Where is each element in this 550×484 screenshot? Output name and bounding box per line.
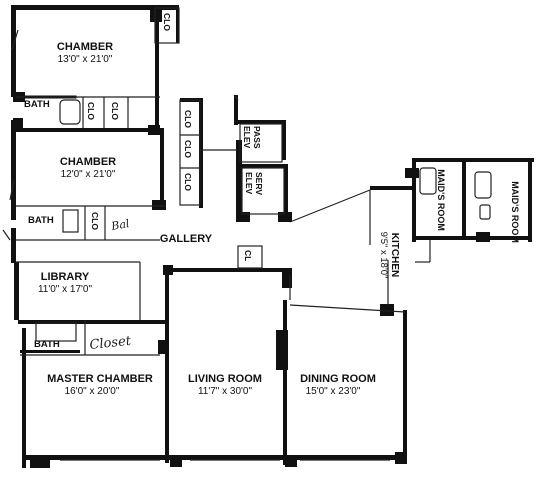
bath-label: BATH: [34, 339, 60, 350]
clo-label: CLO: [162, 13, 172, 31]
room-name-maids-room-1-line: MAID'S ROOM: [436, 169, 446, 231]
clo-label: CLO: [183, 110, 193, 128]
room-labels: CHAMBER 13'0" x 21'0" CHAMBER 12'0" x 21…: [38, 41, 520, 397]
room-name-gallery: GALLERY: [160, 233, 213, 245]
serv-elev-label-line-2: ELEV: [244, 172, 254, 195]
walls: [11, 5, 534, 468]
bath-label: BATH: [24, 99, 50, 110]
serv-elev-label-line-1: SERV: [254, 172, 264, 195]
room-size-master-chamber: 16'0" x 20'0": [65, 386, 120, 397]
handwritten-closet: Closet: [89, 334, 133, 353]
partitions: [2, 7, 492, 461]
room-name-dining-room: DINING ROOM: [300, 373, 376, 385]
handwritten-notes: Bal Closet: [89, 217, 133, 353]
room-name-chamber-1: CHAMBER: [57, 41, 113, 53]
room-name-maids-room-2-line: MAID'S ROOM: [510, 181, 520, 243]
bath-label: BATH: [28, 215, 54, 226]
clo-label: CLO: [183, 140, 193, 158]
pass-elev-label-line-2: ELEV: [242, 126, 252, 149]
small-labels: CLO BATH CLO CLO CLO CLO CLO PASS ELEV S…: [24, 13, 264, 350]
room-name-living-room: LIVING ROOM: [188, 373, 262, 385]
room-name-master-chamber: MASTER CHAMBER: [47, 373, 153, 385]
room-size-chamber-2: 12'0" x 21'0": [61, 169, 116, 180]
room-size-living-room: 11'7" x 30'0": [198, 386, 253, 397]
room-name-kitchen: KITCHEN: [389, 233, 400, 277]
room-name-chamber-2: CHAMBER: [60, 156, 116, 168]
pass-elev-label-line-1: PASS: [252, 126, 262, 149]
clo-label: CLO: [110, 102, 120, 120]
room-size-kitchen: 9'5" x 18'0": [378, 232, 389, 279]
clo-label: CLO: [86, 102, 96, 120]
handwritten-bal: Bal: [109, 217, 131, 233]
clo-label: CLO: [90, 212, 100, 230]
room-name-library: LIBRARY: [41, 271, 90, 283]
clo-label: CLO: [183, 173, 193, 191]
room-size-library: 11'0" x 17'0": [38, 284, 93, 295]
cl-label: CL: [243, 250, 253, 261]
room-size-chamber-1: 13'0" x 21'0": [58, 54, 113, 65]
room-size-dining-room: 15'0" x 23'0": [306, 386, 361, 397]
